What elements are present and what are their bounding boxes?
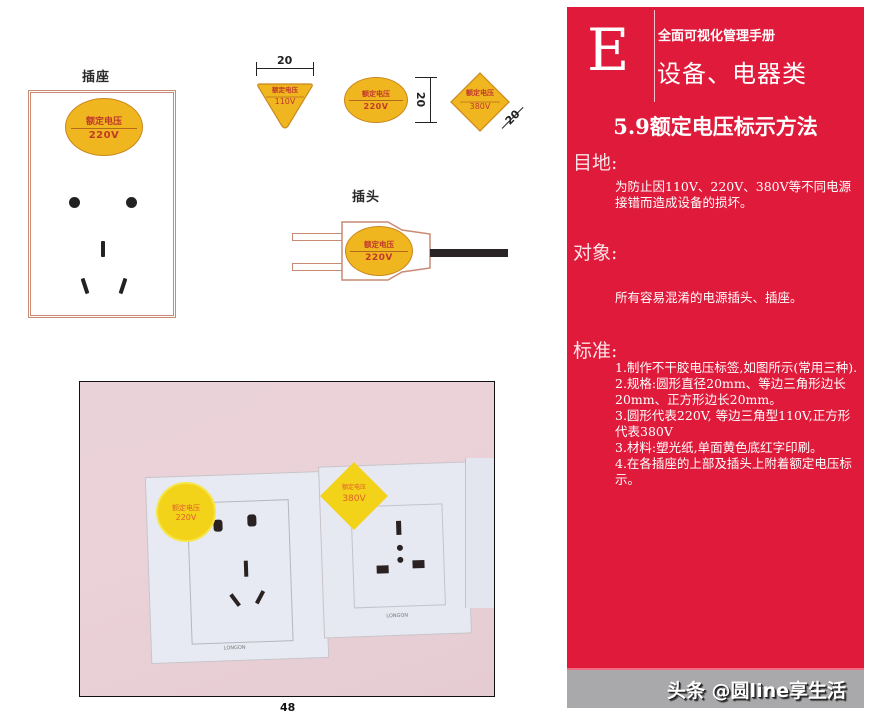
target-heading: 对象: xyxy=(573,242,618,264)
socket-diagram-title: 插座 xyxy=(82,70,111,85)
socket-slot-icon xyxy=(80,277,90,295)
label-text: 额定电压 xyxy=(466,89,494,97)
plug-pin-icon xyxy=(292,233,344,241)
socket-slot-icon xyxy=(376,565,389,574)
plug-diagram-title: 插头 xyxy=(352,190,381,205)
label-voltage: 110V xyxy=(274,97,296,106)
label-text: 额定电压 xyxy=(70,114,138,129)
purpose-text: 为防止因110V、220V、380V等不同电源接错而造成设备的损坏。 xyxy=(615,179,852,210)
square-side-dimension: 20 xyxy=(498,106,532,148)
category-title: 设备、电器类 xyxy=(657,60,807,88)
socket-hole-icon xyxy=(247,514,257,527)
info-panel: E 全面可视化管理手册 设备、电器类 5.9额定电压标示方法 目地: 为防止因1… xyxy=(567,7,864,668)
dimension-value: 20 xyxy=(277,54,293,67)
socket-hole-icon xyxy=(126,197,137,208)
standard-item: 1.制作不干胶电压标签,如图所示(常用三种). xyxy=(615,360,858,375)
label-voltage: 220V xyxy=(88,129,120,141)
triangle-110v-label-icon xyxy=(257,83,313,129)
triangle-width-dimension: 20 xyxy=(256,54,314,78)
socket-slot-icon xyxy=(101,241,105,257)
standard-item: 3.圆形代表220V, 等边三角型110V,正方形代表380V xyxy=(615,408,851,439)
plug-cable xyxy=(430,249,508,257)
purpose-heading: 目地: xyxy=(573,152,618,174)
watermark: 头条 @圆line享生活 xyxy=(666,680,846,702)
socket-slot-icon xyxy=(395,520,402,535)
circle-height-dimension: 20 xyxy=(414,77,439,123)
chapter-letter: E xyxy=(587,16,630,84)
socket-slot-icon xyxy=(118,277,128,295)
standard-item: 4.在各插座的上部及插头上附着额定电压标示。 xyxy=(615,456,852,487)
brand-logo: LONGON xyxy=(223,644,246,652)
socket-hole-icon xyxy=(69,197,80,208)
socket-slot-icon xyxy=(243,560,249,577)
sticker-text: 额定电压 xyxy=(341,484,366,491)
socket-voltage-label: 额定电压 220V xyxy=(65,98,143,156)
standard-item: 2.规格:圆形直径20mm、等边三角形边长20mm、正方形边长20mm。 xyxy=(615,376,846,407)
footer-band: 头条 @圆line享生活 xyxy=(567,668,864,708)
circle-220v-label: 额定电压 220V xyxy=(344,77,408,123)
label-voltage: 380V xyxy=(469,102,491,111)
label-voltage: 220V xyxy=(363,102,389,111)
plug-pin-icon xyxy=(292,263,344,271)
target-text: 所有容易混淆的电源插头、插座。 xyxy=(615,290,803,305)
standard-list: 1.制作不干胶电压标签,如图所示(常用三种). 2.规格:圆形直径20mm、等边… xyxy=(615,360,860,488)
sticker-text: 额定电压 xyxy=(172,503,200,512)
header-divider xyxy=(654,10,655,102)
brand-logo: LONGON xyxy=(386,612,409,620)
photo-220v-sticker: 额定电压 220V xyxy=(156,482,216,542)
plug-voltage-label: 额定电压 220V xyxy=(345,226,413,276)
standard-heading: 标准: xyxy=(573,340,618,362)
label-text: 额定电压 xyxy=(272,86,298,94)
sticker-voltage: 220V xyxy=(175,512,197,522)
sticker-voltage: 380V xyxy=(342,494,366,504)
dimension-value: 20 xyxy=(414,91,428,108)
square-380v-label-icon xyxy=(450,72,510,132)
section-title: 5.9额定电压标示方法 xyxy=(613,114,818,139)
page-number: 48 xyxy=(280,701,296,714)
manual-title: 全面可视化管理手册 xyxy=(658,29,776,44)
label-text: 额定电压 xyxy=(348,89,404,101)
label-voltage: 220V xyxy=(365,253,393,263)
label-text: 额定电压 xyxy=(349,239,409,252)
socket-photo: LONGON 额定电压 220V LONGON 额定电压 380V xyxy=(79,381,495,697)
socket-slot-icon xyxy=(412,559,425,569)
standard-item: 3.材料:塑光纸,单面黄色底红字印刷。 xyxy=(615,440,823,455)
socket-hole-icon xyxy=(213,519,223,532)
photo-socket-plate-partial xyxy=(465,458,494,608)
socket-diagram: 额定电压 220V xyxy=(28,90,176,318)
